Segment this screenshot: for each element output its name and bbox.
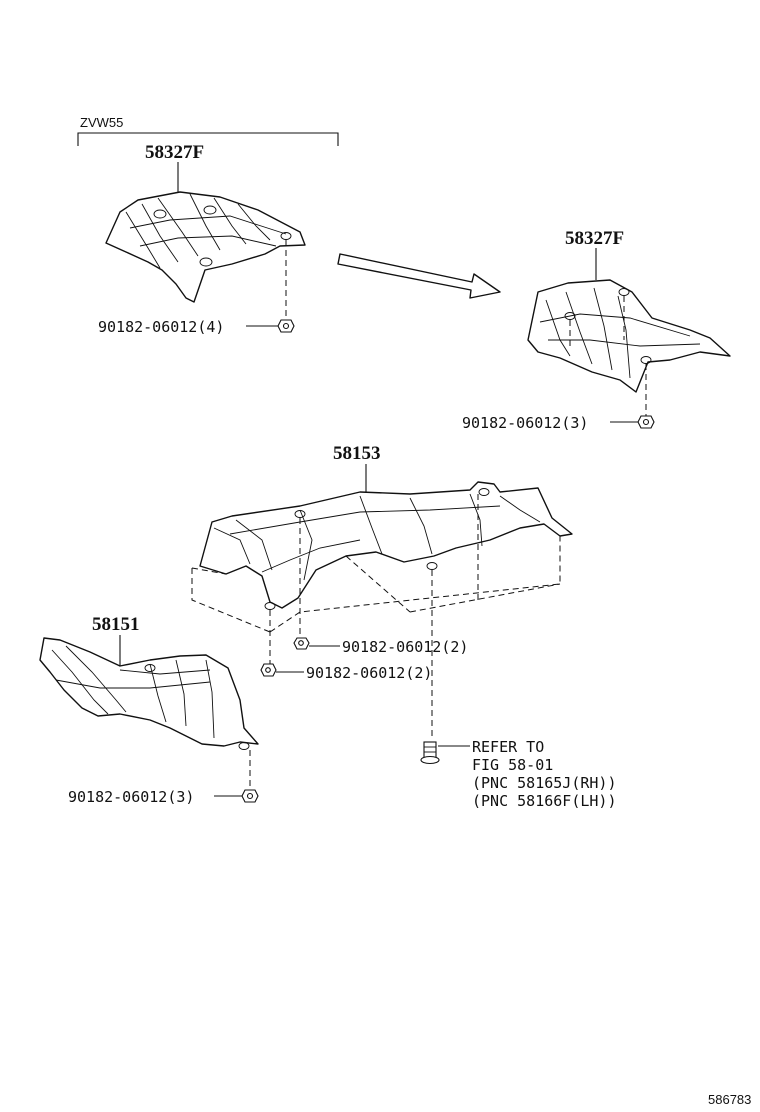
top-left-nut-label: 90182-06012(4) <box>98 318 224 336</box>
center-part-number: 58153 <box>333 443 381 464</box>
refer-note-line3: (PNC 58165J(RH)) <box>472 774 617 792</box>
model-bracket-label: ZVW55 <box>80 115 123 130</box>
refer-note-line4: (PNC 58166F(LH)) <box>472 792 617 810</box>
center-nut-label-lower: 90182-06012(2) <box>306 664 432 682</box>
front-part-number: 58151 <box>92 614 140 635</box>
front-heat-shield: 58151 90182-06012(3) <box>39 614 259 806</box>
direction-arrow <box>337 253 501 299</box>
front-nut-label: 90182-06012(3) <box>68 788 194 806</box>
top-right-nut-label: 90182-06012(3) <box>462 414 588 432</box>
refer-bolt: REFER TO FIG 58-01 (PNC 58165J(RH)) (PNC… <box>420 738 617 810</box>
model-bracket: ZVW55 <box>77 115 339 146</box>
center-nut-label-upper: 90182-06012(2) <box>342 638 468 656</box>
refer-note-line2: FIG 58-01 <box>472 756 553 774</box>
top-right-heat-shield: 58327F 90182-06012(3) <box>462 228 731 432</box>
figure-id: 586783 <box>708 1092 751 1107</box>
top-left-part-number: 58327F <box>145 142 204 163</box>
refer-note-line1: REFER TO <box>472 738 544 756</box>
top-right-part-number: 58327F <box>565 228 624 249</box>
top-left-heat-shield: 58327F 90182-06012(4) <box>98 142 306 336</box>
center-heat-shield: 58153 90182-06012(2) 90182-06012(2) <box>191 443 573 740</box>
